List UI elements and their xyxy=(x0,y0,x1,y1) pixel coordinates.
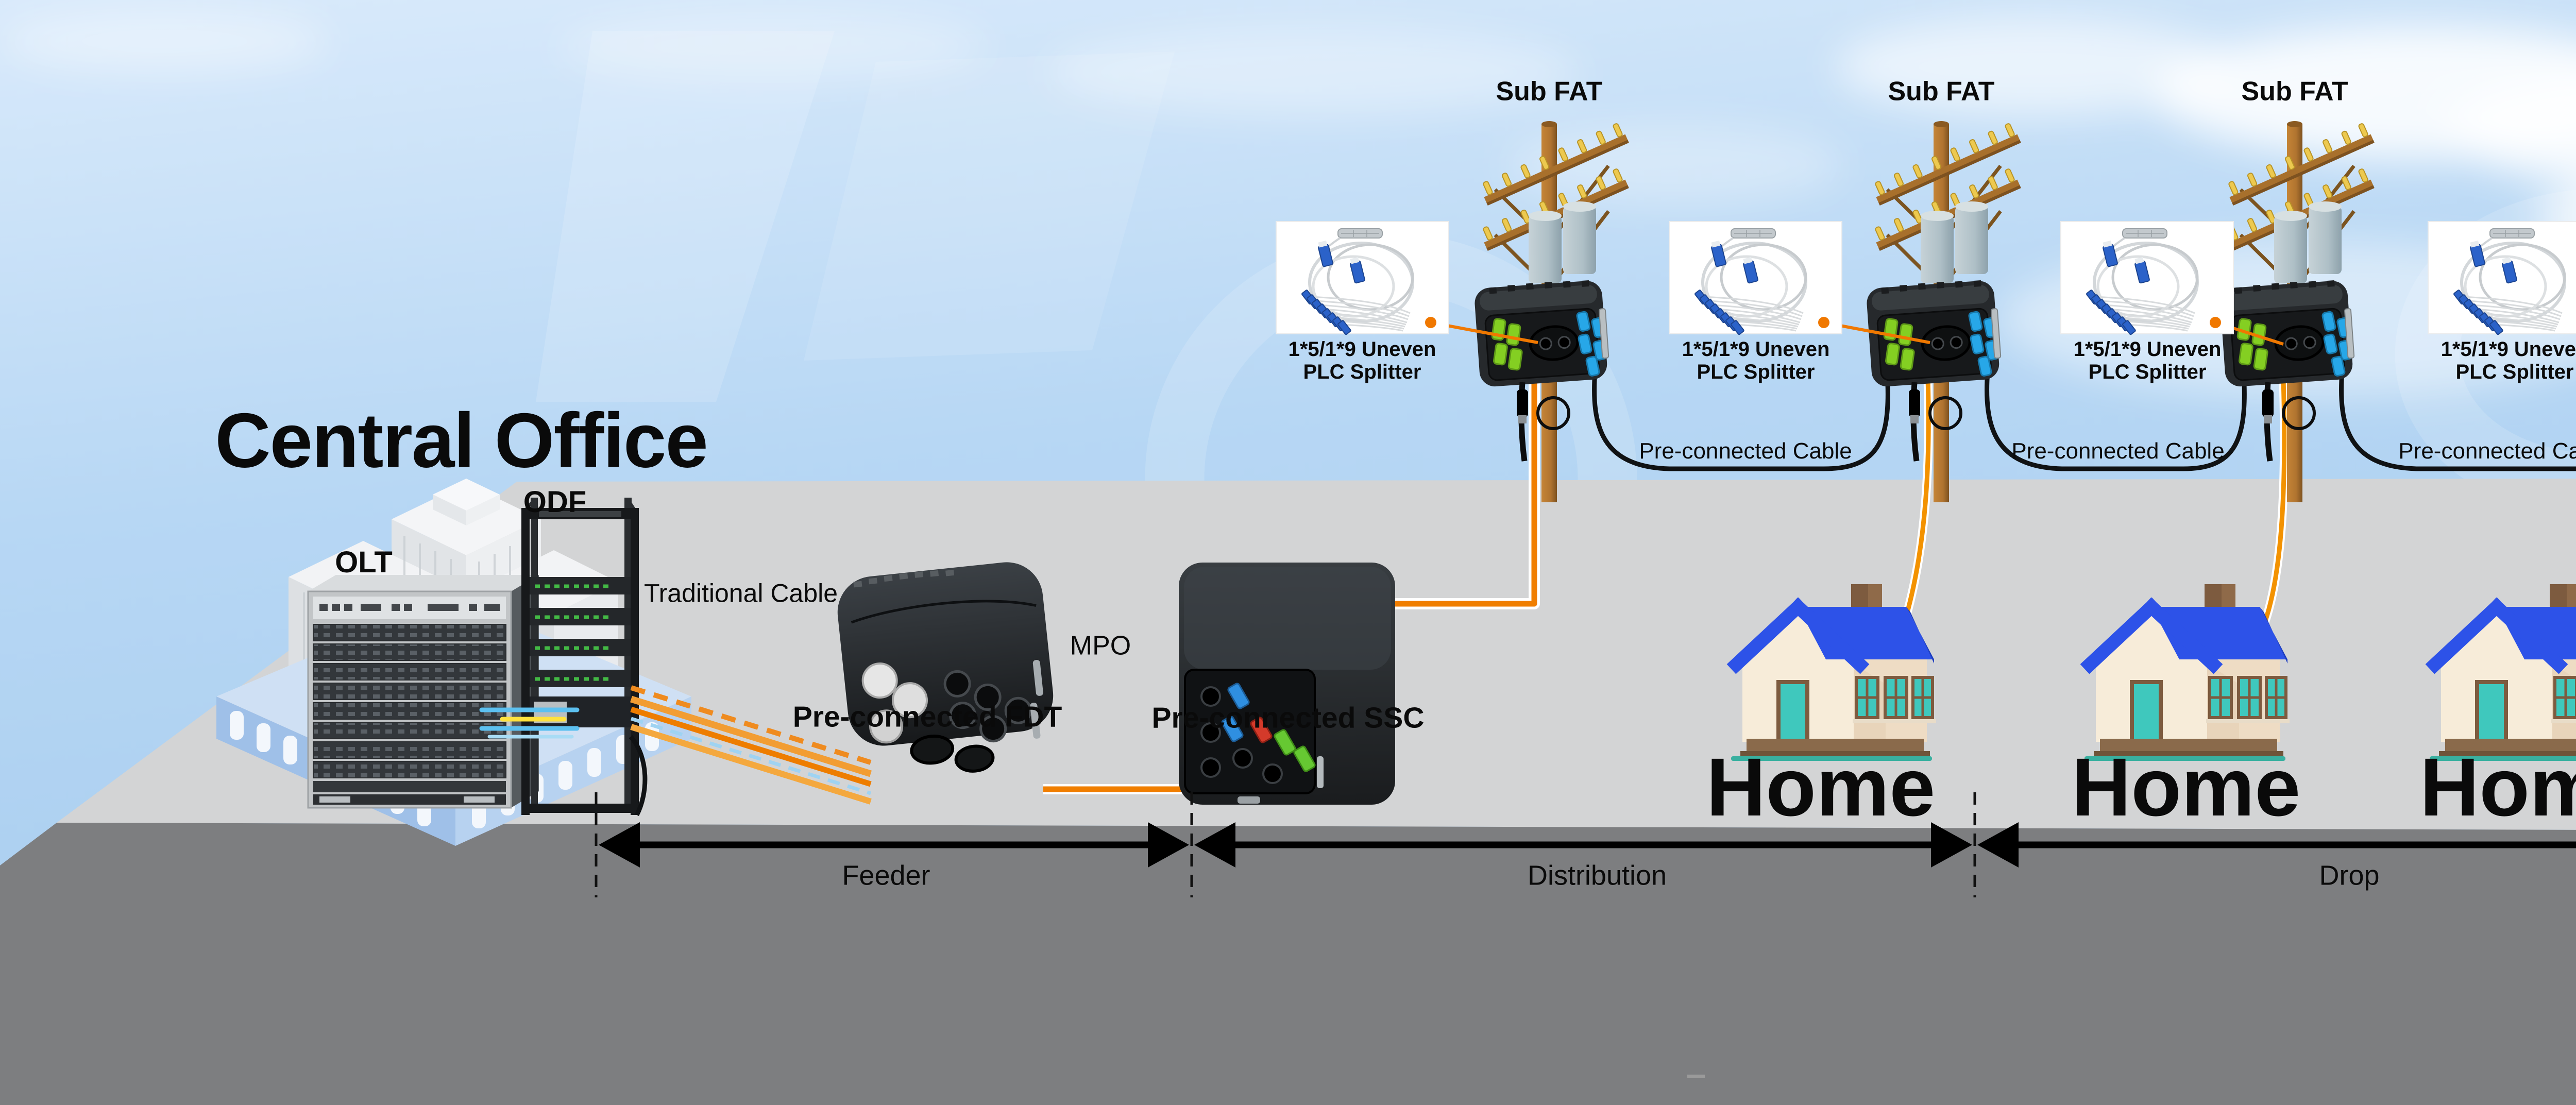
label-odf: ODF xyxy=(523,485,587,519)
splitter-label-line2: PLC Splitter xyxy=(1697,361,1815,383)
label-preconnected-cable-2: Pre-connected Cable xyxy=(2011,438,2225,464)
label-section-drop: Drop xyxy=(2319,860,2380,891)
olt-device xyxy=(307,575,539,809)
feeder-cable xyxy=(1394,376,1540,609)
section-boundary-lines xyxy=(595,792,1976,897)
label-splitter-2: 1*5/1*9 Uneven PLC Splitter xyxy=(1682,338,1830,383)
label-splitter-4: 1*5/1*9 Uneven PLC Splitter xyxy=(2441,338,2576,383)
fdt-device xyxy=(837,562,1054,773)
plc-splitter-photo-4 xyxy=(2428,222,2576,335)
ssc-device xyxy=(1179,563,1395,805)
splitter-label-line2: PLC Splitter xyxy=(1303,361,1421,383)
label-preconnected-cable-3: Pre-connected Cable xyxy=(2398,438,2576,464)
label-traditional-cable: Traditional Cable xyxy=(643,579,838,608)
section-arrows xyxy=(599,822,2576,868)
ground-front-face xyxy=(0,823,2576,1105)
label-ssc: Pre-connected SSC xyxy=(1151,701,1425,735)
bottom-tick xyxy=(1687,1075,1705,1078)
label-section-feeder: Feeder xyxy=(842,860,930,891)
label-mpo: MPO xyxy=(1070,631,1131,661)
label-home-2: Home xyxy=(2071,741,2301,833)
label-section-distribution: Distribution xyxy=(1527,860,1667,891)
page-title: Central Office xyxy=(215,397,708,484)
label-olt: OLT xyxy=(335,546,393,580)
label-home-3: Home xyxy=(2419,741,2576,833)
label-splitter-1: 1*5/1*9 Uneven PLC Splitter xyxy=(1289,338,1436,383)
preconnected-cables xyxy=(1592,370,2576,471)
ssc-connectors xyxy=(1221,683,1316,772)
label-splitter-3: 1*5/1*9 Uneven PLC Splitter xyxy=(2074,338,2222,383)
plc-splitter-photo-3 xyxy=(2061,222,2233,335)
splitter-label-line2: PLC Splitter xyxy=(2455,361,2574,383)
splitter-label-line1: 1*5/1*9 Uneven xyxy=(2073,338,2222,361)
splitter-label-line1: 1*5/1*9 Uneven xyxy=(1682,338,1830,361)
label-home-1: Home xyxy=(1706,741,1936,833)
label-sub-fat-1: Sub FAT xyxy=(1496,76,1603,107)
plc-splitter-photo-1 xyxy=(1276,222,1449,335)
olt-odf-cables xyxy=(479,707,580,739)
splitter-label-line2: PLC Splitter xyxy=(2088,361,2207,383)
traditional-cable-bundle xyxy=(630,685,872,805)
splitter-label-line1: 1*5/1*9 Uneven xyxy=(2441,338,2576,361)
label-sub-fat-3: Sub FAT xyxy=(2241,76,2348,107)
label-fdt: Pre-connected FDT xyxy=(792,700,1062,734)
label-sub-fat-2: Sub FAT xyxy=(1888,76,1995,107)
plc-splitter-photo-2 xyxy=(1669,222,1842,335)
label-preconnected-cable-1: Pre-connected Cable xyxy=(1639,438,1852,464)
odf-rack xyxy=(521,498,648,817)
splitter-label-line1: 1*5/1*9 Uneven xyxy=(1288,338,1436,361)
